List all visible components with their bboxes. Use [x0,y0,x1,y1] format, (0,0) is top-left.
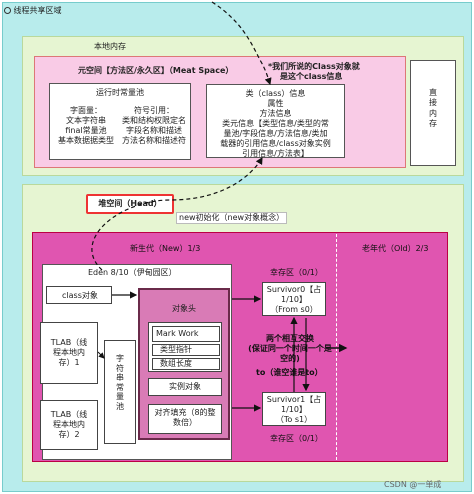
class-info-block: 类（class）信息 属性 方法信息 类元信息【类型信息/类型的常 量池/字段信… [207,89,344,159]
padding-box [148,404,222,434]
class-info-line: 引用信息/方法表】 [242,149,309,158]
object-head-label: 对象头 [172,304,196,313]
runtime-constant-pool [49,83,191,160]
runtime-pool-title: 运行时常量池 [96,88,144,97]
tlab-1-label: TLAB（线 程本地内 存）1 [50,338,88,367]
heap-label: 堆空间（Head） [98,199,162,208]
symbol-item: 方法名称和描述符 [122,136,186,145]
tlab-2-label: TLAB（线 程本地内 存）2 [50,410,88,439]
class-info-title: 类（class）信息 [245,89,306,98]
string-pool-box [104,340,136,444]
klass-pointer-box [152,344,220,356]
literal-item: 文本字符串 [66,116,106,125]
symbol-item: 类和结构权限定名 [122,116,186,125]
swap-note: 两个相互交换 (保证同一个时间一个是 空的) [248,334,332,363]
native-memory-label: 本地内存 [94,42,126,51]
array-length-box [152,358,220,370]
array-length-label: 数组长度 [160,359,192,368]
old-gen-area [336,234,446,460]
string-pool-label: 字 符 串 常 量 池 [116,354,124,411]
literal-block: 字面量： 文本字符串 final常量池 基本数据据类型 [52,106,120,146]
direct-memory-box [410,60,456,166]
mark-work-label: Mark Work [156,329,199,338]
young-gen-label: 新生代（New）1/3 [130,244,201,253]
literal-item: final常量池 [65,126,107,135]
tlab-2-box [40,400,98,450]
class-info-line: 属性 [267,99,284,108]
new-init-note: new初始化（new对象概念） [176,212,288,224]
tlab-1-box [40,322,98,384]
class-info-line: 量池/字段信息/方法信息/类加 [223,129,328,138]
survivor-area-top-label: 幸存区（0/1） [270,268,323,277]
literal-title: 字面量： [70,106,102,115]
arrow-heap-to-class-info [91,156,263,271]
class-info-line: 方法信息 [259,109,292,118]
class-note: *我们所说的Class对象就 是这个class信息 [268,62,360,81]
klass-pointer-label: 类型指针 [160,345,192,354]
literal-item: 基本数据据类型 [58,136,114,145]
class-object-label: class对象 [62,291,98,300]
direct-memory-label: 直接内存 [429,88,437,129]
class-info-box [206,84,345,158]
watermark: CSDN @一单成 [384,480,442,489]
mark-work-box [152,326,220,342]
symbol-block: 符号引用： 类和结构权限定名 字段名称和描述 方法名称和描述符 [118,106,190,146]
circle-icon [4,7,11,14]
instance-data-box [148,378,222,396]
metaspace-title: 元空间【方法区/永久区】（Meat Space） [78,66,234,75]
arrow-top-to-class-info [211,1,272,86]
survivor-1-box [262,392,326,426]
padding-label: 对齐填充（8的整 数倍） [154,408,216,427]
heap-label-box [86,194,174,214]
to-note: to（谁空谁是to） [256,368,323,377]
instance-data-label: 实例对象 [169,382,201,391]
class-object-box [46,286,112,304]
arrow-tlab1-to-strpool [97,351,105,359]
eden-label: Eden 8/10（伊甸园区） [88,268,177,277]
class-info-line: 类元信息【类型信息/类型的常 [222,119,329,128]
symbol-title: 符号引用： [134,106,174,115]
survivor-area-bottom-label: 幸存区（0/1） [270,434,323,443]
survivor-0-box [262,282,326,316]
survivor-1-label: Survivor1【占 1/10】 （To s1） [266,395,322,424]
survivor-0-label: Survivor0【占 1/10】 （From s0） [266,285,322,314]
class-info-line: 载器的引用信息/class对象实例 [220,139,331,148]
symbol-item: 字段名称和描述 [126,126,182,135]
shared-region-label: 线程共享区域 [4,6,62,16]
old-gen-label: 老年代（Old）2/3 [362,244,429,253]
